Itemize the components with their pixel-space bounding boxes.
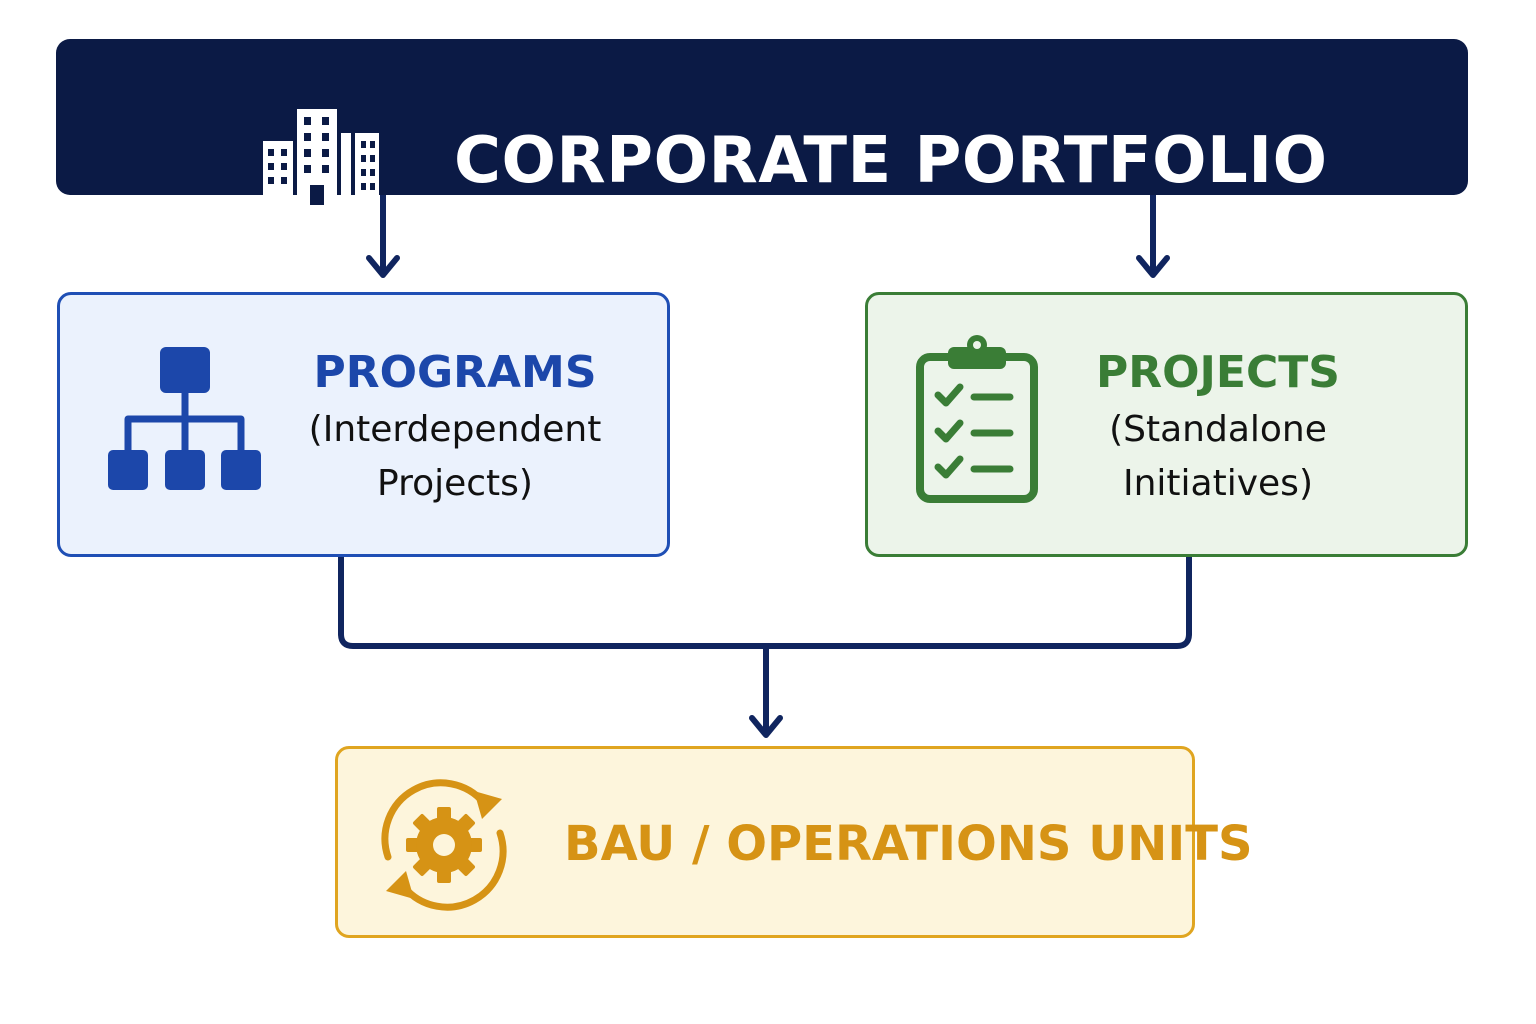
programs-node: PROGRAMS (Interdependent Projects) bbox=[57, 292, 670, 557]
connector-programs-to-bau bbox=[338, 554, 769, 649]
arrowhead-bau bbox=[749, 715, 783, 738]
bau-title: BAU / OPERATIONS UNITS bbox=[564, 816, 1253, 872]
projects-subtitle-line1: (Standalone bbox=[1109, 409, 1327, 450]
arrowhead-projects bbox=[1136, 255, 1170, 278]
hierarchy-icon bbox=[108, 347, 261, 490]
bau-node: BAU / OPERATIONS UNITS bbox=[335, 746, 1253, 938]
programs-title: PROGRAMS bbox=[313, 347, 597, 398]
programs-subtitle-line1: (Interdependent bbox=[308, 409, 602, 450]
connector-projects-to-bau bbox=[763, 554, 1192, 649]
portfolio-node: CORPORATE PORTFOLIO bbox=[56, 39, 1468, 205]
projects-node: PROJECTS (Standalone Initiatives) bbox=[865, 292, 1468, 557]
programs-subtitle-line2: Projects) bbox=[377, 463, 533, 504]
clipboard-checklist-icon bbox=[916, 335, 1038, 503]
programs-text: PROGRAMS (Interdependent Projects) bbox=[290, 343, 620, 511]
gear-cycle-icon bbox=[381, 779, 507, 911]
arrowhead-programs bbox=[366, 255, 400, 278]
projects-text: PROJECTS (Standalone Initiatives) bbox=[1078, 343, 1358, 511]
portfolio-title: CORPORATE PORTFOLIO bbox=[454, 124, 1328, 198]
buildings-icon bbox=[263, 109, 379, 205]
projects-title: PROJECTS bbox=[1096, 347, 1340, 398]
projects-subtitle-line2: Initiatives) bbox=[1123, 463, 1313, 504]
